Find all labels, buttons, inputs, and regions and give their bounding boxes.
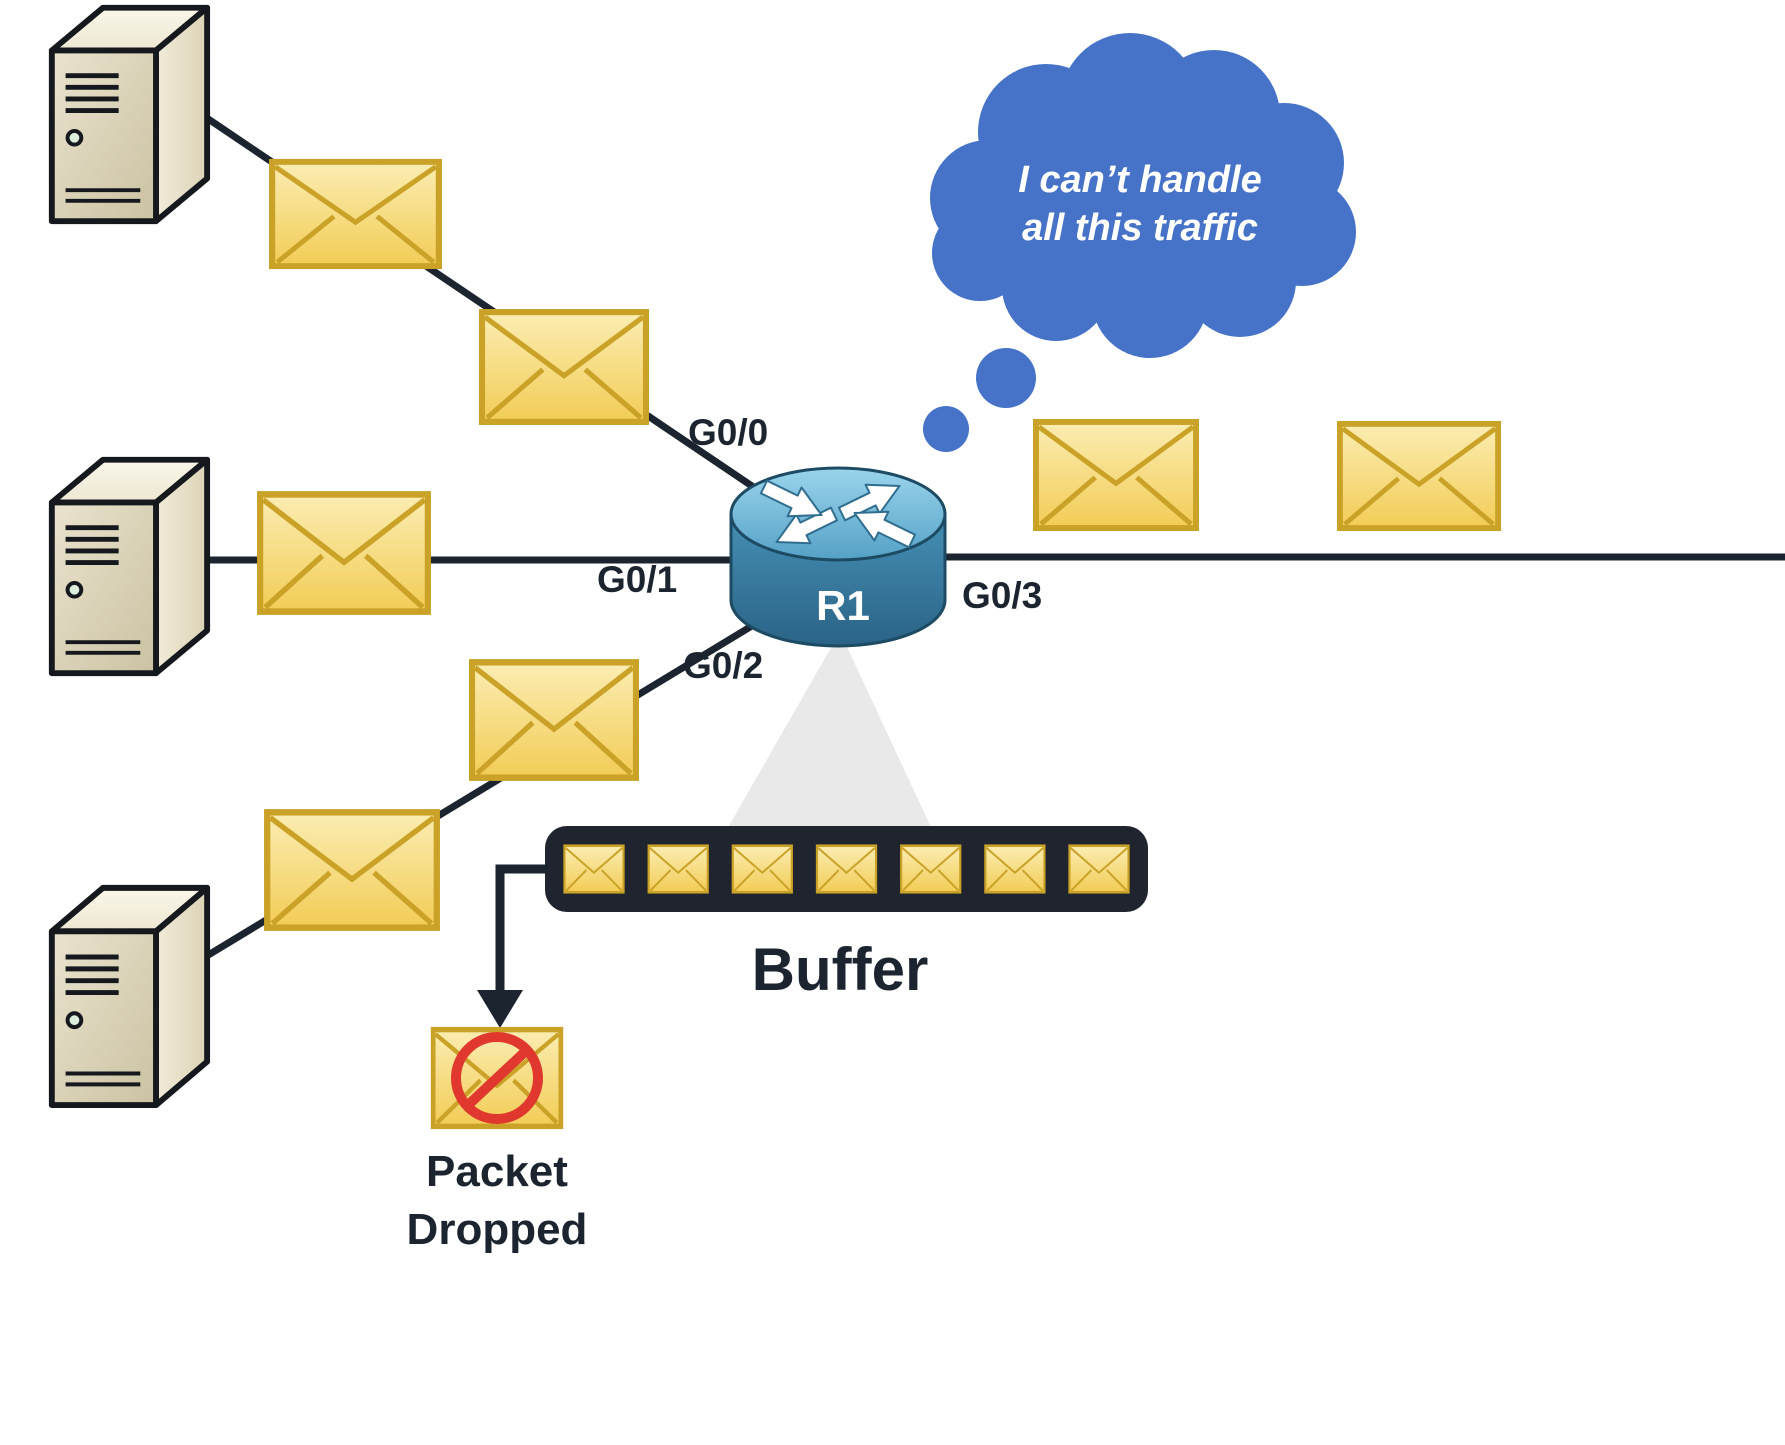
packet-dropped-caption-line1: Packet	[426, 1147, 568, 1196]
drop-arrow-line	[495, 864, 548, 992]
servers	[52, 8, 207, 1105]
router-top	[729, 466, 947, 562]
iface-label-g0-3: G0/3	[962, 575, 1042, 616]
packet-envelope	[260, 494, 428, 611]
packet-envelope	[472, 662, 636, 777]
prohibited-icon	[451, 1032, 543, 1124]
packet-envelope-outbound	[1036, 422, 1196, 528]
router: R1	[729, 466, 947, 648]
packet-envelope-outbound	[1340, 424, 1498, 528]
buffer-slot-envelope	[731, 844, 794, 894]
drop-arrow-head	[477, 990, 523, 1028]
router-name: R1	[816, 582, 870, 629]
thought-bubble: I can’t handle all this traffic	[923, 33, 1356, 452]
buffer-slot-envelope	[984, 844, 1046, 894]
buffer-slot-envelope	[1068, 844, 1130, 894]
iface-label-g0-1: G0/1	[597, 559, 677, 600]
server-icon-1	[52, 8, 207, 221]
thought-trail-dot-small	[923, 406, 969, 452]
iface-label-g0-2: G0/2	[683, 645, 763, 686]
buffer-slot-envelope	[647, 844, 710, 894]
interface-labels: G0/0 G0/1 G0/2 G0/3	[597, 412, 1042, 686]
packet-envelope	[482, 312, 646, 422]
buffer-caption: Buffer	[752, 936, 929, 1003]
router-buffer-cone	[722, 632, 936, 838]
buffer-slots	[563, 844, 1130, 894]
server-icon-3	[52, 888, 207, 1105]
packet-envelope	[272, 162, 439, 266]
server-icon-2	[52, 460, 207, 673]
buffer-slot-envelope	[563, 844, 625, 894]
buffer-slot-envelope	[815, 844, 878, 894]
packet-envelope	[267, 812, 437, 927]
packet-dropped-caption-line2: Dropped	[407, 1205, 588, 1254]
packet-drop	[433, 864, 561, 1126]
thought-text-line2: all this traffic	[1022, 207, 1258, 249]
thought-text-line1: I can’t handle	[1018, 159, 1262, 201]
buffer-slot-envelope	[899, 844, 962, 894]
iface-label-g0-0: G0/0	[688, 412, 768, 453]
thought-trail-dot-large	[976, 348, 1036, 408]
buffer	[545, 826, 1148, 912]
